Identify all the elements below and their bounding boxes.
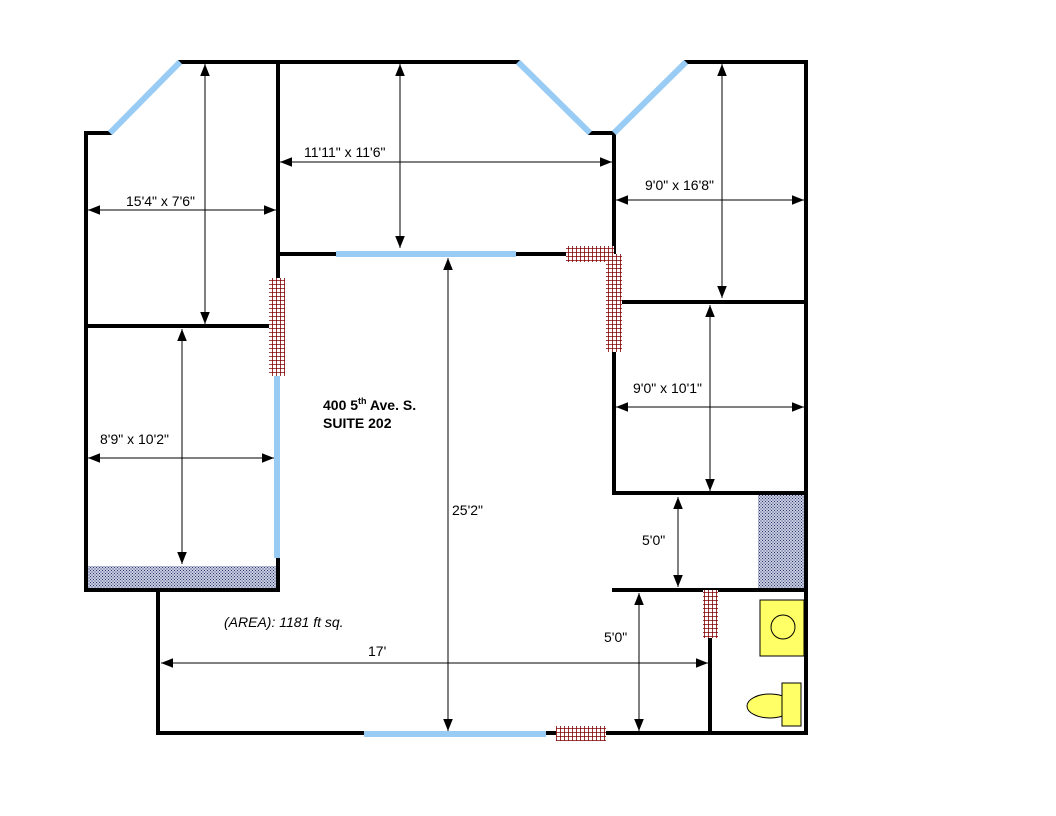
dimension-lines xyxy=(88,64,804,731)
door xyxy=(556,726,606,741)
room-label: 11'11" x 11'6" xyxy=(304,144,385,160)
address-label: 400 5th Ave. S. xyxy=(323,396,416,413)
main-width-label: 17' xyxy=(368,643,386,659)
walls xyxy=(84,60,808,735)
closet-right xyxy=(758,493,806,590)
bath-height-label: 5'0" xyxy=(604,629,627,645)
sink xyxy=(759,599,805,657)
window xyxy=(611,59,689,136)
room-label: 8'9" x 10'2" xyxy=(100,431,169,447)
toilet xyxy=(746,682,802,727)
door xyxy=(269,278,285,376)
closet-left xyxy=(86,566,278,590)
windows xyxy=(107,59,689,737)
window xyxy=(107,59,183,136)
area-label: (AREA): 1181 ft sq. xyxy=(224,614,344,630)
closet-height-label: 5'0" xyxy=(642,532,665,548)
door xyxy=(566,246,614,262)
main-length-label: 25'2" xyxy=(452,502,483,518)
doors xyxy=(269,246,718,741)
room-label: 9'0" x 16'8" xyxy=(645,177,714,193)
room-label: 9'0" x 10'1" xyxy=(633,380,702,396)
suite-label: SUITE 202 xyxy=(323,415,392,431)
window xyxy=(515,59,593,136)
door xyxy=(703,590,718,638)
door xyxy=(606,254,622,352)
room-label: 15'4" x 7'6" xyxy=(126,193,195,209)
